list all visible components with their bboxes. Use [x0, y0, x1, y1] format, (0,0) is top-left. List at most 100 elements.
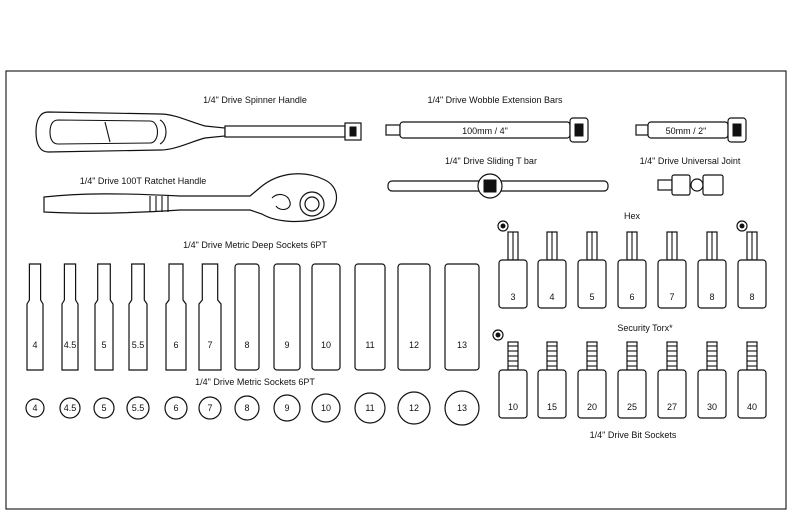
deep-socket: 6: [165, 263, 187, 371]
deep-socket-size: 7: [207, 340, 212, 350]
metric-socket: 9: [273, 394, 301, 422]
deep-socket-size: 13: [457, 340, 467, 350]
metric-socket-size: 4.5: [64, 403, 77, 413]
wobble-long-label: 100mm / 4": [462, 126, 508, 136]
hex-bit-socket: 7: [657, 231, 687, 309]
bit-size: 20: [587, 402, 597, 412]
metric-socket: 12: [397, 391, 431, 425]
ratchet-handle-label: 1/4" Drive 100T Ratchet Handle: [80, 176, 207, 186]
torx-bit-socket: 20: [577, 341, 607, 419]
deep-sockets-label: 1/4" Drive Metric Deep Sockets 6PT: [183, 240, 327, 250]
deep-socket: 9: [273, 263, 301, 371]
metric-socket-size: 12: [409, 403, 419, 413]
bit-size: 8: [749, 292, 754, 302]
deep-socket-size: 11: [365, 340, 374, 350]
deep-socket-size: 12: [409, 340, 419, 350]
hex-bit-sockets-group: 3 4 5 6 7 8 8: [498, 231, 767, 309]
torx-bit-socket: 10: [498, 341, 528, 419]
metric-socket-size: 4: [32, 403, 37, 413]
bit-size: 10: [508, 402, 518, 412]
metric-socket-size: 6: [173, 403, 178, 413]
bit-size: 25: [627, 402, 637, 412]
bit-size: 40: [747, 402, 757, 412]
deep-socket: 7: [198, 263, 222, 371]
metric-socket: 13: [444, 390, 480, 426]
security-torx-label: Security Torx*: [617, 323, 673, 333]
metric-socket: 6: [164, 396, 188, 420]
torx-bit-socket: 30: [697, 341, 727, 419]
metric-socket-size: 10: [321, 403, 331, 413]
bit-sockets-label: 1/4" Drive Bit Sockets: [590, 430, 677, 440]
sliding-t-bar: [387, 173, 609, 199]
deep-socket-size: 4.5: [64, 340, 77, 350]
torx-bit-socket: 27: [657, 341, 687, 419]
deep-socket: 4: [26, 263, 44, 371]
bit-size: 4: [549, 292, 554, 302]
torx-bit-socket: 25: [617, 341, 647, 419]
metric-socket-size: 11: [365, 403, 374, 413]
deep-socket-size: 5: [101, 340, 106, 350]
wobble-short-label: 50mm / 2": [666, 126, 707, 136]
bit-size: 30: [707, 402, 717, 412]
deep-socket: 13: [444, 263, 480, 371]
torx-bit-socket: 40: [737, 341, 767, 419]
metric-socket-size: 5: [101, 403, 106, 413]
universal-joint-label: 1/4" Drive Universal Joint: [640, 156, 741, 166]
deep-socket: 12: [397, 263, 431, 371]
deep-socket-size: 10: [321, 340, 331, 350]
deep-sockets-group: 4 4.5 5 5.5 6 7 8 9 10 11 12 13: [26, 263, 480, 371]
metric-socket: 5: [93, 397, 115, 419]
torx-bit-sockets-group: 10 15 20 25 27 30 40: [498, 341, 767, 419]
hex-bit-socket: 5: [577, 231, 607, 309]
sliding-tbar-label: 1/4" Drive Sliding T bar: [445, 156, 537, 166]
hex-bit-socket: 4: [537, 231, 567, 309]
metric-socket: 7: [198, 396, 222, 420]
metric-socket-size: 8: [244, 403, 249, 413]
deep-socket-size: 5.5: [132, 340, 145, 350]
metric-socket: 5.5: [126, 396, 150, 420]
metric-sockets-label: 1/4" Drive Metric Sockets 6PT: [195, 377, 315, 387]
metric-socket: 8: [234, 395, 260, 421]
hex-bit-socket: 8: [737, 231, 767, 309]
wobble-extension-100mm: [385, 117, 589, 143]
metric-socket-size: 9: [284, 403, 289, 413]
deep-socket-size: 4: [32, 340, 37, 350]
torx-star-icon: [492, 220, 748, 341]
metric-socket-size: 13: [457, 403, 467, 413]
deep-socket: 5: [94, 263, 114, 371]
wobble-bars-label: 1/4" Drive Wobble Extension Bars: [427, 95, 563, 105]
deep-socket-size: 6: [173, 340, 178, 350]
deep-socket: 5.5: [128, 263, 148, 371]
hex-label: Hex: [624, 211, 641, 221]
deep-socket-size: 9: [284, 340, 289, 350]
metric-socket-size: 5.5: [132, 403, 145, 413]
bit-size: 15: [547, 402, 557, 412]
hex-bit-socket: 8: [697, 231, 727, 309]
spinner-handle: [35, 111, 362, 153]
metric-socket-size: 7: [207, 403, 212, 413]
wobble-extension-50mm: [635, 117, 747, 143]
tray-outline: [5, 70, 787, 510]
metric-socket: 4: [25, 398, 45, 418]
bit-size: 5: [589, 292, 594, 302]
deep-socket: 11: [354, 263, 386, 371]
metric-socket: 11: [354, 392, 386, 424]
bit-size: 27: [667, 402, 677, 412]
torx-bit-socket: 15: [537, 341, 567, 419]
bit-size: 3: [510, 292, 515, 302]
hex-bit-socket: 6: [617, 231, 647, 309]
deep-socket: 4.5: [61, 263, 79, 371]
deep-socket-size: 8: [244, 340, 249, 350]
deep-socket: 8: [234, 263, 260, 371]
ratchet-handle: [43, 173, 337, 223]
hex-bit-socket: 3: [498, 231, 528, 309]
deep-socket: 10: [311, 263, 341, 371]
universal-joint: [657, 174, 724, 196]
bit-size: 7: [669, 292, 674, 302]
bit-size: 6: [629, 292, 634, 302]
metric-socket: 10: [311, 393, 341, 423]
bit-size: 8: [709, 292, 714, 302]
metric-socket: 4.5: [59, 397, 81, 419]
